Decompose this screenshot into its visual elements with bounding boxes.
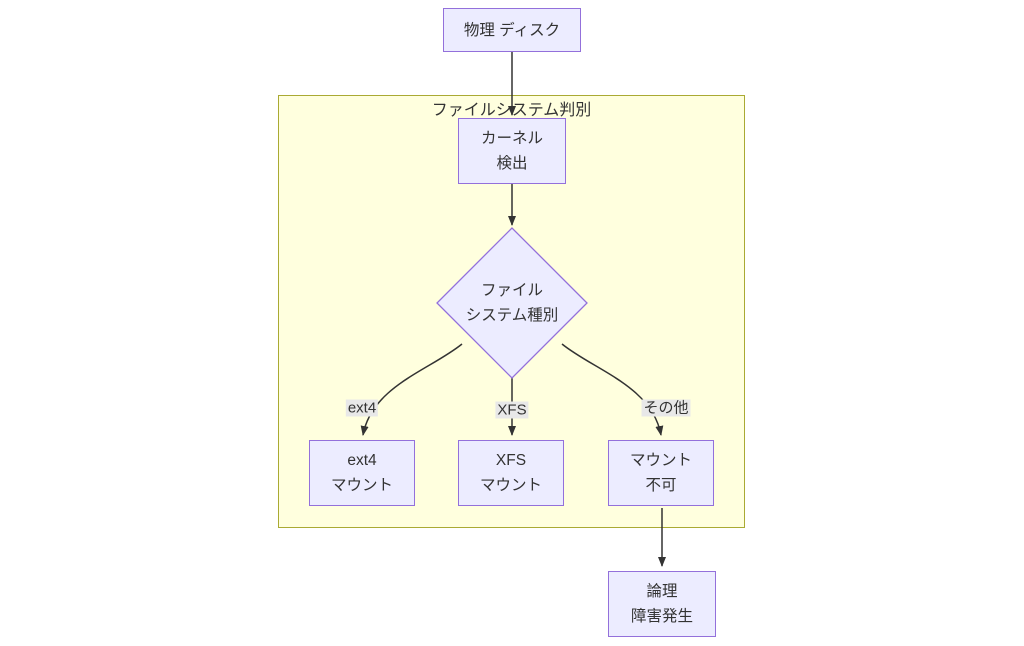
node-ext4-mount-line1: ext4 <box>347 452 377 469</box>
node-physical-disk: 物理 ディスク <box>443 8 581 52</box>
node-logical-failure-line1: 論理 <box>646 583 678 600</box>
node-kernel-detect: カーネル 検出 <box>458 118 566 184</box>
node-xfs-mount: XFS マウント <box>458 440 564 506</box>
node-ext4-mount: ext4 マウント <box>309 440 415 506</box>
edge-label-ext4: ext4 <box>345 399 379 417</box>
edge-decision-to-mountfail <box>561 343 664 436</box>
edge-decision-to-ext4 <box>360 343 463 436</box>
node-ext4-mount-line2: マウント <box>330 477 393 494</box>
node-mount-fail: マウント 不可 <box>608 440 714 506</box>
node-fs-type-line2: システム種別 <box>465 307 559 324</box>
node-xfs-mount-line1: XFS <box>495 452 527 469</box>
node-mount-fail-line1: マウント <box>629 452 692 469</box>
node-physical-disk-label: 物理 ディスク <box>463 21 561 39</box>
edge-label-other: その他 <box>641 399 691 417</box>
node-kernel-detect-line1: カーネル <box>480 130 543 147</box>
cluster-title: ファイルシステム判別 <box>431 102 592 119</box>
node-fs-type-line1: ファイル <box>480 282 543 299</box>
node-kernel-detect-line2: 検出 <box>496 155 528 172</box>
node-fs-type-decision: ファイル システム種別 <box>437 228 587 378</box>
node-logical-failure: 論理 障害発生 <box>608 571 716 637</box>
node-xfs-mount-line2: マウント <box>479 477 542 494</box>
decision-diamond-shape <box>436 227 588 379</box>
edge-label-xfs: XFS <box>495 401 529 419</box>
node-mount-fail-line2: 不可 <box>645 477 677 494</box>
node-logical-failure-line2: 障害発生 <box>630 608 693 625</box>
